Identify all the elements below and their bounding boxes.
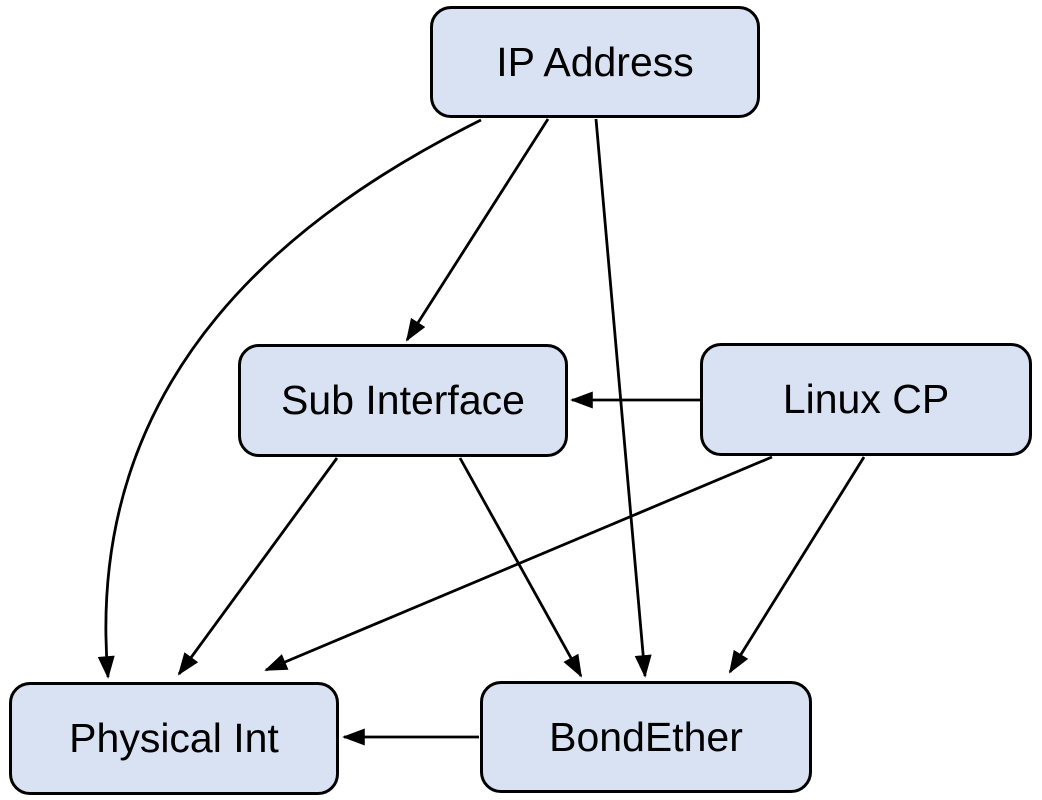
edge-sub-to-bond [458, 457, 583, 678]
node-bondether-label: BondEther [549, 713, 743, 760]
edge-ip-to-bond [594, 118, 652, 678]
edge-linux-to-bond [728, 456, 866, 674]
node-physical-int: Physical Int [9, 682, 339, 795]
node-sub-interface: Sub Interface [238, 344, 568, 457]
node-linux-cp-label: Linux CP [782, 376, 950, 422]
node-physical-int-label: Physical Int [69, 715, 279, 761]
node-bondether: BondEther [480, 681, 812, 793]
node-linux-cp: Linux CP [700, 343, 1032, 456]
edge-sub-to-phys [177, 457, 339, 676]
node-sub-interface-label: Sub Interface [281, 377, 525, 423]
edge-ip-to-phys [97, 118, 482, 679]
edge-ip-to-sub [405, 118, 550, 342]
node-ip-address: IP Address [430, 6, 760, 118]
node-ip-address-label: IP Address [496, 38, 694, 85]
